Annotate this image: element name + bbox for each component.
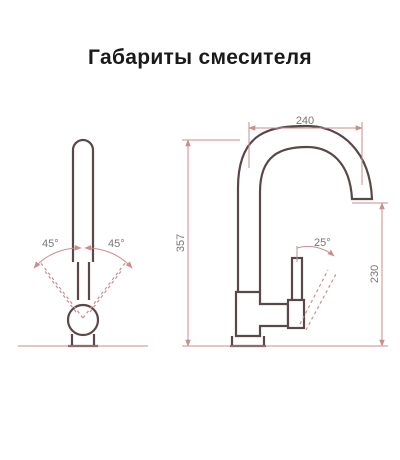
- lever-left-position-2: [43, 269, 77, 313]
- right-angle-label: 45°: [108, 238, 125, 250]
- handle-angle-arc: [296, 245, 335, 257]
- front-handle-knob: [286, 298, 306, 330]
- front-spout-outer: [236, 124, 374, 292]
- front-body: [234, 290, 290, 338]
- side-spout: [71, 138, 95, 262]
- page-title: Габариты смесителя: [88, 46, 312, 69]
- side-view: 45° 45°: [18, 138, 148, 348]
- left-angle-label: 45°: [42, 238, 59, 250]
- spout-height-label: 230: [369, 265, 381, 283]
- front-handle-tilted-2: [305, 273, 337, 331]
- left-angle-arc: [33, 244, 82, 269]
- lever-right-position-2: [89, 269, 123, 313]
- front-view: 25° 240 357 230: [175, 115, 388, 348]
- right-angle-arc: [84, 244, 133, 269]
- front-handle: [290, 256, 304, 304]
- side-cartridge: [66, 303, 100, 337]
- handle-angle-label: 25°: [314, 237, 331, 249]
- height-label: 357: [175, 234, 187, 252]
- front-handle-tilted-1: [299, 269, 329, 325]
- width-label: 240: [296, 115, 314, 127]
